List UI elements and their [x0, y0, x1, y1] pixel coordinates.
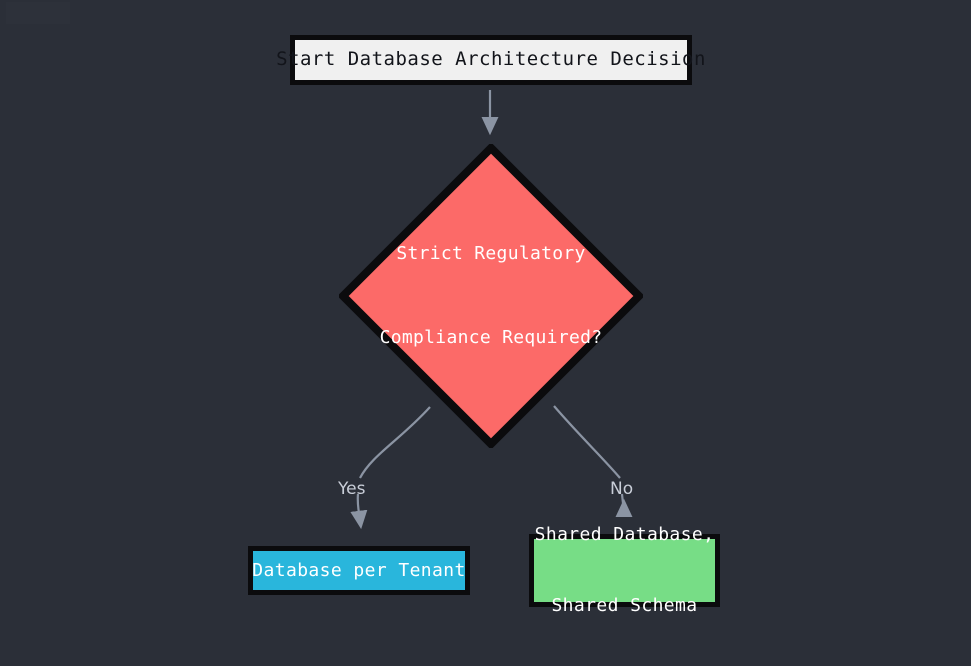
- edge-decision-yes: [350, 406, 431, 530]
- node-database-per-tenant-label: Database per Tenant: [252, 559, 466, 581]
- diamond-shape: [339, 144, 643, 448]
- flowchart-canvas: Start Database Architecture Decision Str…: [248, 35, 720, 617]
- node-start-label: Start Database Architecture Decision: [276, 48, 706, 71]
- node-start[interactable]: Start Database Architecture Decision: [276, 35, 705, 85]
- edge-label-no: No: [610, 479, 634, 499]
- edge-decision-no: [553, 405, 633, 518]
- node-shared-database-label-line2: Shared Schema: [551, 595, 698, 617]
- edge-label-yes: Yes: [338, 479, 366, 499]
- node-shared-database-shared-schema[interactable]: Shared Database, Shared Schema: [529, 524, 720, 616]
- node-decision[interactable]: Strict Regulatory Compliance Required?: [339, 144, 643, 448]
- edge-layer: [350, 90, 633, 530]
- node-shared-database-label-line1: Shared Database,: [534, 524, 715, 545]
- node-database-per-tenant[interactable]: Database per Tenant: [248, 546, 470, 595]
